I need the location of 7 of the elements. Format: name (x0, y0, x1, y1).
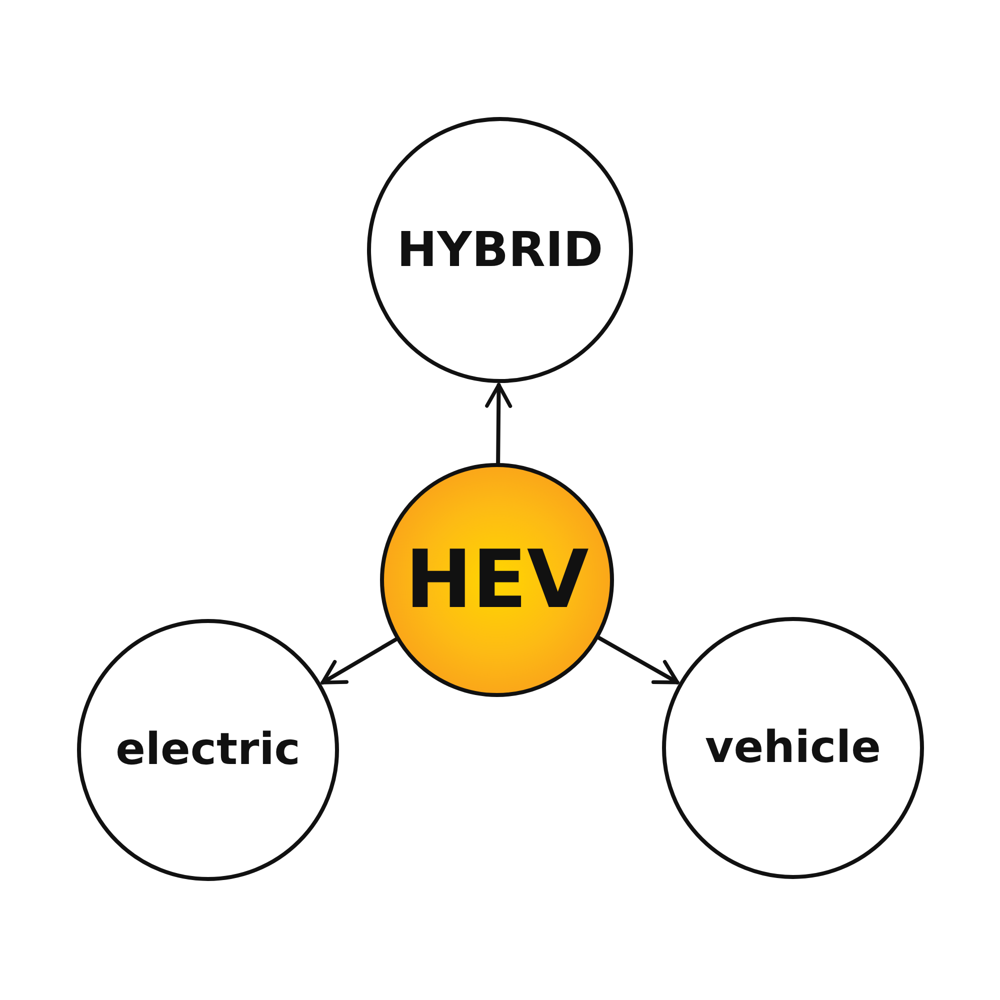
node-label: HYBRID (396, 224, 604, 276)
node-label: electric (116, 726, 300, 774)
arrow (596, 635, 680, 684)
node-label: vehicle (705, 724, 881, 772)
node-label: HEV (405, 536, 589, 624)
arrow (320, 636, 400, 685)
arrow (485, 383, 512, 466)
